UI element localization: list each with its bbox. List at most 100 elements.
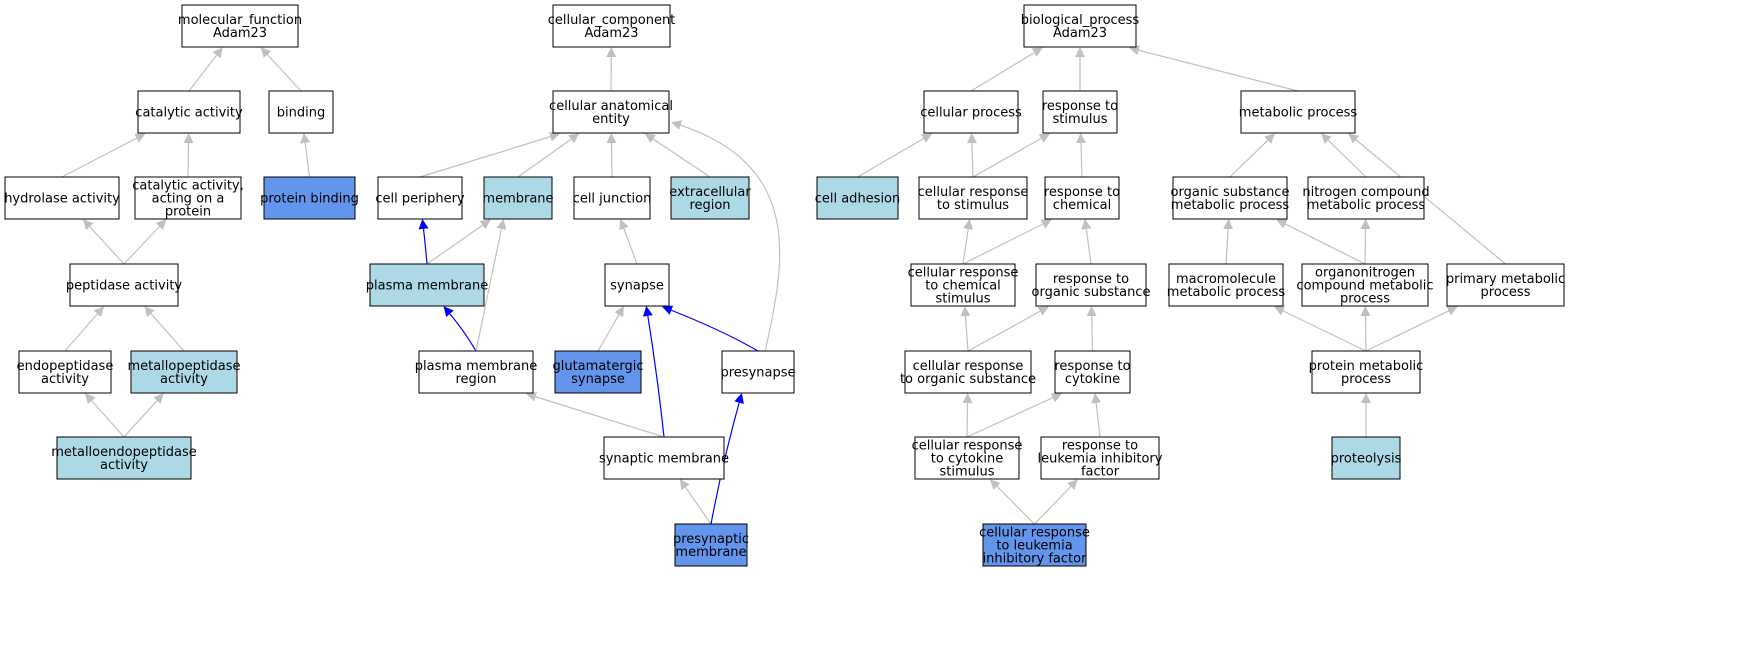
is-a-edge (642, 306, 665, 438)
node-box (1172, 176, 1288, 220)
edges-layer (61, 45, 1506, 525)
node-label: cellular response (979, 526, 1090, 541)
node-label: region (455, 372, 496, 387)
is-a-edge (967, 306, 1049, 352)
node-box (369, 263, 485, 307)
node-label: membrane (482, 192, 553, 207)
is-a-edge (1091, 393, 1102, 438)
node-box (418, 350, 534, 394)
node-label: entity (592, 112, 630, 127)
is-a-edge (1223, 219, 1234, 265)
node-label: cell periphery (375, 192, 465, 207)
node-label: cellular response (913, 359, 1024, 374)
go-term-node: cellular process (920, 90, 1022, 134)
is-a-edge (526, 391, 665, 438)
is-a-edge (857, 133, 933, 178)
node-label: extracellular (669, 185, 751, 200)
node-box (268, 90, 334, 134)
node-box (56, 436, 192, 480)
is-a-edge (1360, 306, 1371, 352)
node-label: process (1481, 285, 1531, 300)
is-a-edge (475, 219, 507, 352)
node-label: protein metabolic (1309, 359, 1424, 374)
node-label: peptidase activity (66, 279, 183, 294)
is-a-edge (144, 306, 185, 352)
node-box (181, 4, 299, 48)
node-label: activity (100, 458, 148, 473)
node-label: stimulus (935, 292, 990, 307)
node-label: presynapse (720, 366, 795, 381)
is-a-edge (426, 219, 491, 265)
node-label: response to (1062, 439, 1138, 454)
node-box (1023, 4, 1137, 48)
node-label: to cytokine (931, 452, 1003, 467)
node-label: cellular response (918, 185, 1029, 200)
node-label: metalloendopeptidase (51, 445, 197, 460)
node-label: metabolic process (1239, 106, 1358, 121)
node-box (923, 90, 1019, 134)
node-box (1240, 90, 1356, 134)
node-label: plasma membrane (366, 279, 489, 294)
go-term-node: plasma membrane (366, 263, 489, 307)
go-term-node: cell adhesion (815, 176, 900, 220)
node-label: synapse (571, 372, 625, 387)
is-a-edge (1129, 45, 1299, 92)
is-a-edge (989, 479, 1035, 525)
node-label: binding (277, 106, 325, 121)
node-label: response to (1044, 185, 1120, 200)
node-label: Adam23 (1053, 26, 1107, 41)
node-label: organic substance (1032, 285, 1151, 300)
node-label: metabolic process (1171, 198, 1290, 213)
node-box (1044, 176, 1120, 220)
is-a-edge (970, 47, 1043, 92)
is-a-edge (123, 219, 167, 265)
is-a-edge (1348, 133, 1506, 265)
is-a-edge (1086, 306, 1097, 352)
go-term-node: protein binding (260, 176, 359, 220)
is-a-edge (61, 133, 146, 178)
node-label: primary metabolic (1446, 272, 1565, 287)
is-a-edge (1365, 306, 1458, 352)
node-box (1446, 263, 1565, 307)
node-label: macromolecule (1176, 272, 1276, 287)
node-label: organonitrogen (1315, 266, 1415, 281)
is-a-edge (962, 219, 1052, 265)
node-label: stimulus (1052, 112, 1107, 127)
node-label: activity (41, 372, 89, 387)
is-a-edge (443, 306, 477, 352)
go-term-node: membrane (482, 176, 554, 220)
node-box (130, 350, 238, 394)
node-label: to leukemia (996, 539, 1072, 554)
node-box (1035, 263, 1147, 307)
node-label: synapse (610, 279, 664, 294)
is-a-edge (64, 306, 105, 352)
node-box (1331, 436, 1401, 480)
is-a-edge (419, 131, 560, 178)
node-label: hydrolase activity (4, 192, 120, 207)
node-label: molecular_function (178, 13, 302, 28)
is-a-edge (300, 133, 311, 178)
node-label: synaptic membrane (599, 452, 729, 467)
node-box (904, 350, 1032, 394)
is-a-edge (644, 133, 711, 178)
node-box (914, 436, 1020, 480)
is-a-edge (260, 47, 302, 92)
go-term-node: cell junction (573, 176, 651, 220)
node-box (721, 350, 795, 394)
